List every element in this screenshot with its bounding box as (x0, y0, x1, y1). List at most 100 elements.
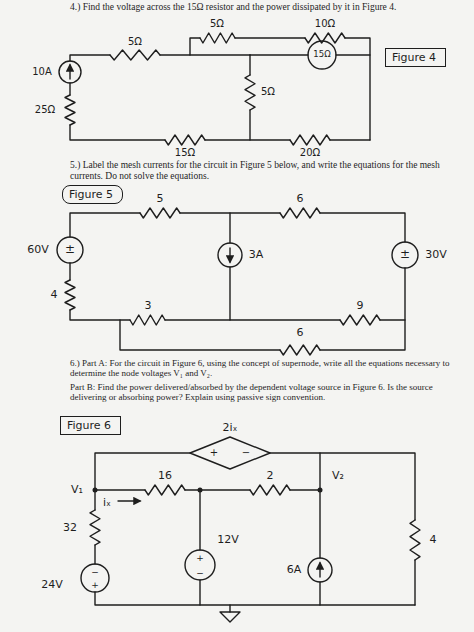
node-dot (93, 488, 98, 493)
resistor-symbol (200, 33, 235, 43)
resistor-value: 25Ω (34, 104, 56, 116)
resistor-symbol (165, 135, 205, 145)
wire (95, 489, 145, 490)
wire (249, 110, 250, 140)
wire (160, 54, 250, 55)
node-voltage: V₁ (70, 484, 84, 497)
resistor-value: 5Ω (127, 36, 143, 48)
wire (94, 545, 95, 564)
question-text: 4.) Find the voltage across the 15Ω resi… (70, 2, 465, 13)
resistor-value: 20Ω (299, 147, 321, 159)
source-arrow (319, 563, 320, 577)
wire (320, 213, 405, 242)
polarity-mark: − (241, 447, 251, 459)
wire (69, 263, 70, 280)
wire (230, 267, 340, 320)
polarity-mark: − (195, 568, 205, 578)
wire (380, 319, 405, 320)
polarity-mark: − (90, 567, 100, 577)
node-dot (198, 488, 203, 493)
wire (185, 489, 250, 490)
resistor-symbol (65, 95, 75, 125)
question-text: 6.) Part A: For the circuit in Figure 6,… (70, 358, 465, 379)
resistor-symbol (90, 510, 100, 545)
resistor-value: 4 (50, 289, 59, 302)
element-value: 15Ω (312, 50, 331, 60)
resistor-value: 4 (429, 534, 438, 547)
wire (249, 55, 250, 75)
current-arrow (118, 500, 140, 501)
source-value: 60V (26, 244, 50, 257)
resistor-value: 16 (157, 470, 173, 483)
source-arrow (69, 65, 70, 79)
voltage-source (185, 550, 215, 580)
polarity-mark: + (90, 580, 100, 590)
current-source (308, 558, 332, 582)
wire (205, 139, 290, 140)
resistor-value: 6 (296, 327, 305, 340)
figure-title: Figure 4 (392, 51, 436, 64)
wire (199, 490, 200, 550)
node-dot (318, 488, 323, 493)
resistor-value: 3 (144, 300, 153, 313)
wire (250, 54, 308, 55)
wire (95, 453, 190, 490)
current-source (59, 61, 81, 83)
figure-title: Figure 5 (69, 188, 113, 201)
question-text: 5.) Label the mesh currents for the circ… (70, 160, 445, 182)
polarity-mark: + (195, 553, 205, 563)
wire (69, 83, 70, 95)
voltage-source (392, 242, 418, 268)
resistor-value: 6 (296, 193, 305, 206)
resistor-symbol (250, 485, 290, 495)
resistor-symbol (65, 280, 75, 310)
resistor-symbol (145, 485, 185, 495)
question-text: Part B: Find the power delivered/absorbe… (70, 382, 465, 403)
wire (345, 38, 370, 140)
resistor-value: 15Ω (174, 147, 196, 159)
resistor-symbol (280, 345, 320, 355)
resistor-symbol (280, 208, 320, 218)
resistor-value: 5Ω (209, 18, 225, 30)
resistor-symbol (410, 520, 420, 560)
source-value: 30V (424, 249, 448, 262)
resistor-value: 5Ω (260, 86, 276, 98)
wire (229, 213, 230, 243)
ground-symbol (220, 612, 240, 622)
figure-title: Figure 6 (67, 419, 111, 432)
source-arrow (229, 248, 230, 262)
element-circle (308, 41, 336, 69)
wire (330, 139, 370, 140)
wire (336, 54, 370, 55)
wire (319, 582, 320, 605)
source-value: 2iₓ (222, 422, 239, 435)
resistor-symbol (245, 75, 255, 110)
resistor-value: 32 (62, 522, 78, 535)
resistor-symbol (340, 315, 380, 325)
wire (290, 489, 320, 490)
current-label: iₓ (102, 497, 112, 510)
wire (190, 38, 200, 55)
polarity-mark: ± (399, 248, 411, 262)
wire (229, 605, 230, 612)
polarity-mark: + (209, 447, 219, 459)
wire (320, 268, 405, 350)
wire (70, 213, 140, 237)
wire (165, 319, 230, 320)
dependent-source-diamond (190, 437, 270, 469)
wire (235, 37, 305, 38)
voltage-source (81, 564, 109, 592)
wire (120, 320, 280, 350)
wire (70, 310, 130, 320)
source-value: 10A (31, 66, 53, 78)
resistor-value: 10Ω (314, 18, 336, 30)
wire (414, 560, 415, 605)
current-source (218, 243, 242, 267)
source-value: 12V (216, 534, 240, 547)
resistor-value: 2 (266, 470, 275, 483)
source-value: 3A (248, 249, 265, 262)
source-value: 24V (40, 579, 64, 592)
source-value: 6A (286, 564, 303, 577)
wire (319, 453, 320, 558)
figure-label-box: Figure 5 (62, 185, 123, 204)
